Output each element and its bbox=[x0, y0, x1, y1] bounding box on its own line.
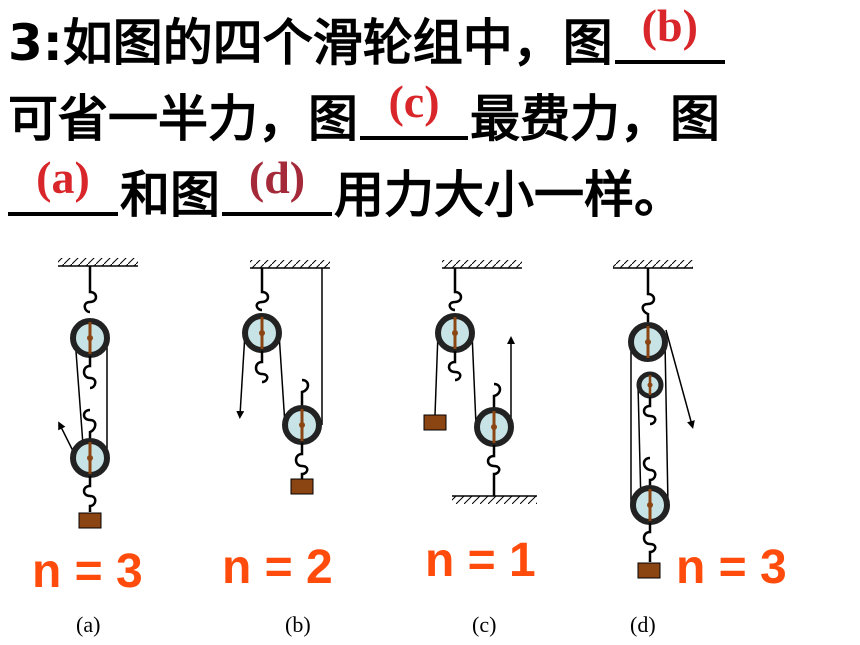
floor-hatch bbox=[452, 496, 537, 504]
ceiling-hatch bbox=[250, 260, 330, 268]
question-line-1: 3:如图的四个滑轮组中，图 (b) bbox=[8, 0, 858, 80]
caption-c: (c) bbox=[472, 612, 497, 637]
pull-arrow bbox=[665, 329, 695, 429]
hook-icon bbox=[492, 382, 502, 408]
question-text-2a: 可省一半力，图 bbox=[8, 90, 358, 148]
hook-icon bbox=[486, 445, 501, 496]
caption-d: (d) bbox=[630, 612, 656, 637]
weight-block bbox=[423, 414, 447, 431]
question-text-3a: 和图 bbox=[120, 166, 220, 224]
pulley-figures bbox=[58, 258, 695, 579]
answer-b: (b) bbox=[641, 0, 698, 51]
hook-icon bbox=[82, 408, 97, 440]
pulley-hub bbox=[645, 339, 651, 345]
n-label-b: n = 2 bbox=[222, 541, 333, 594]
pull-arrow bbox=[236, 332, 246, 419]
figure-b-pulley-system bbox=[236, 260, 330, 495]
n-label-c: n = 1 bbox=[425, 534, 536, 587]
question-text: 3:如图的四个滑轮组中，图 (b) 可省一半力，图 (c) 最费力，图 (a) 和图 (d… bbox=[8, 0, 858, 232]
n-label-d: n = 3 bbox=[676, 541, 787, 594]
hook-icon bbox=[254, 351, 269, 384]
pulley-hub bbox=[647, 502, 653, 508]
rope bbox=[664, 341, 669, 506]
pulley-hub bbox=[647, 382, 653, 388]
question-text-2b: 最费力，图 bbox=[470, 90, 720, 148]
pulley-hub bbox=[87, 455, 93, 461]
question-line-3: (a) 和图 (d) 用力大小一样。 bbox=[8, 152, 858, 232]
pulley-hub bbox=[87, 335, 93, 341]
figure-c-pulley-system bbox=[423, 260, 537, 504]
hook-icon bbox=[294, 443, 309, 479]
hook-icon bbox=[642, 397, 657, 426]
rope bbox=[278, 332, 286, 426]
question-prefix: 3:如图的四个滑轮组中，图 bbox=[8, 14, 613, 72]
ceiling-hatch bbox=[613, 260, 693, 268]
rope bbox=[637, 384, 642, 506]
question-line-2: 可省一半力，图 (c) 最费力，图 bbox=[8, 76, 858, 156]
caption-b: (b) bbox=[285, 612, 311, 637]
answer-blank-1: (b) bbox=[614, 0, 725, 64]
pulley-hub bbox=[259, 330, 265, 336]
weight-block bbox=[637, 562, 661, 579]
hook-icon bbox=[642, 523, 657, 562]
hook-icon bbox=[82, 476, 97, 512]
question-text-3b: 用力大小一样。 bbox=[334, 166, 684, 224]
n-label-a: n = 3 bbox=[32, 545, 143, 598]
hook-icon bbox=[642, 456, 657, 488]
hook-icon bbox=[447, 351, 462, 382]
caption-a: (a) bbox=[76, 612, 101, 637]
pulley-hub bbox=[299, 422, 305, 428]
hook-icon bbox=[448, 268, 463, 312]
ceiling-hatch bbox=[442, 260, 522, 268]
figure-d-pulley-system bbox=[613, 260, 695, 579]
answer-c: (c) bbox=[388, 76, 440, 127]
answer-blank-3: (a) bbox=[8, 152, 118, 216]
hook-icon bbox=[82, 356, 97, 390]
answer-a: (a) bbox=[36, 152, 90, 203]
pulley-hub bbox=[452, 330, 458, 336]
answer-blank-4: (d) bbox=[222, 152, 332, 216]
rope bbox=[74, 337, 84, 446]
hook-icon bbox=[255, 268, 270, 312]
rope bbox=[471, 332, 477, 426]
rope bbox=[434, 332, 439, 416]
hook-icon bbox=[641, 268, 656, 322]
figure-a-pulley-system bbox=[58, 258, 138, 529]
answer-d: (d) bbox=[248, 152, 306, 203]
answer-blank-2: (c) bbox=[360, 76, 468, 140]
pulley-hub bbox=[491, 424, 497, 430]
hook-icon bbox=[300, 378, 310, 408]
weight-block bbox=[290, 478, 314, 495]
ceiling-hatch bbox=[58, 258, 138, 266]
hook-icon bbox=[83, 266, 98, 314]
weight-block bbox=[78, 512, 102, 529]
